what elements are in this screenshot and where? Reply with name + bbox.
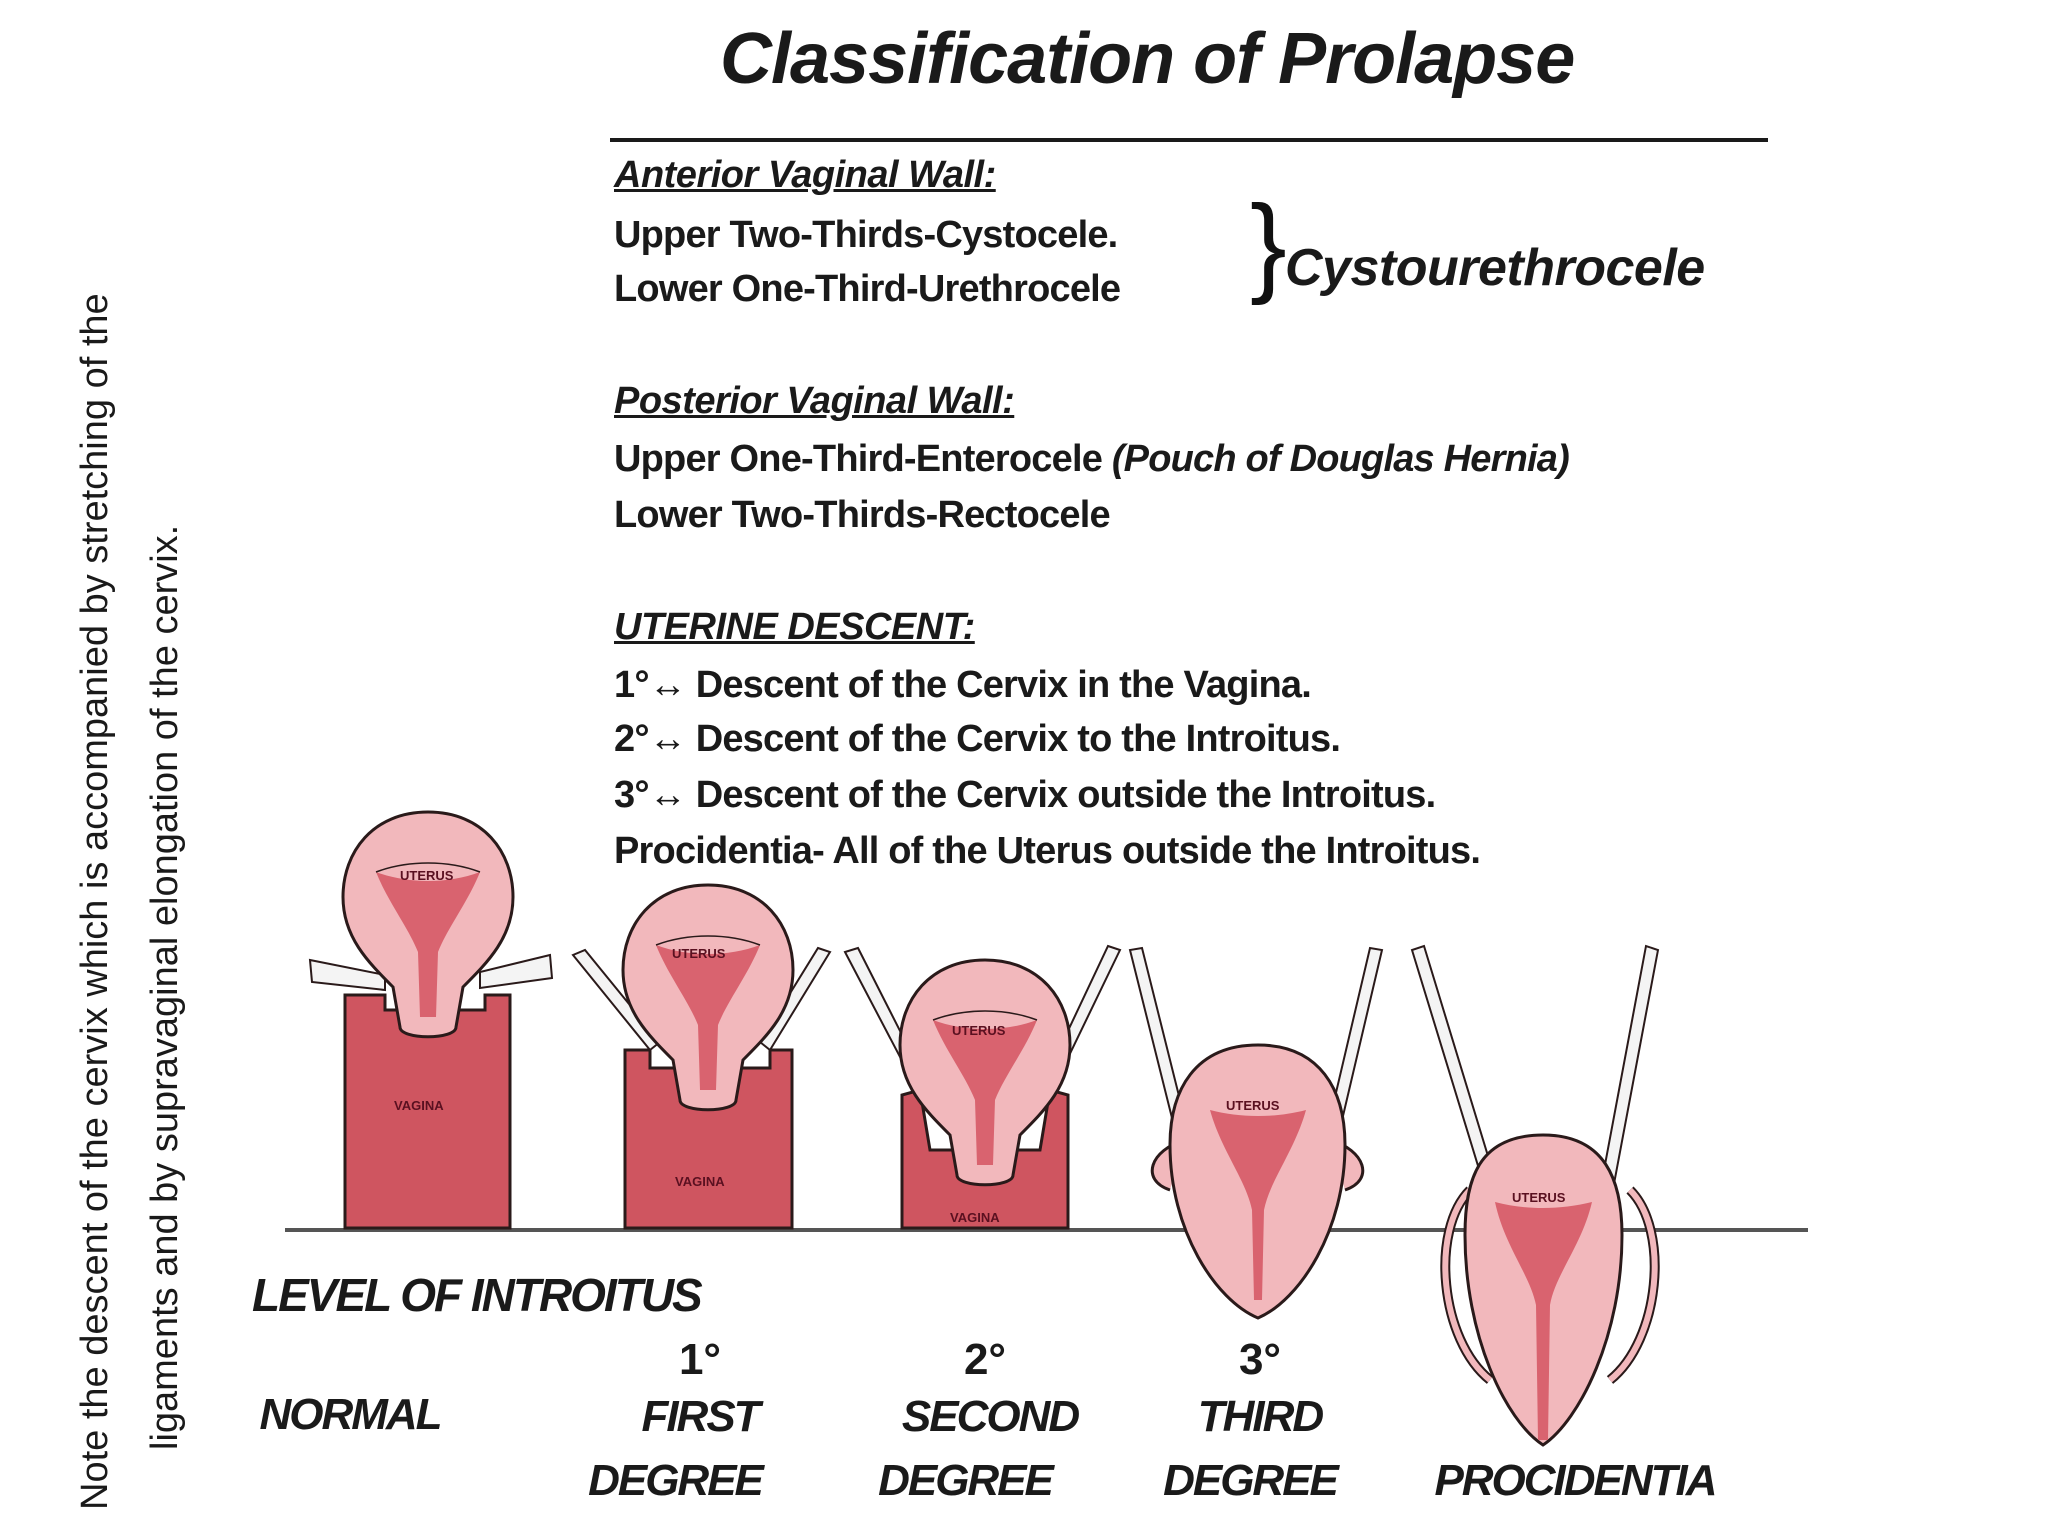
anterior-brace: }	[1250, 183, 1287, 306]
posterior-line-1-note: (Pouch of Douglas Hernia)	[1111, 438, 1570, 480]
figure-procidentia: UTERUS	[1410, 944, 1660, 1447]
caption-second-line2: DEGREE	[878, 1456, 1054, 1505]
degree-first: 1°	[678, 1335, 722, 1384]
page-title: Classification of Prolapse	[720, 19, 1575, 99]
posterior-line-1-text: Upper One-Third-Enterocele	[614, 438, 1103, 480]
title-divider	[610, 138, 1768, 142]
uterine-line-3: 3°↔ Descent of the Cervix outside the In…	[614, 774, 1436, 816]
uterus-label-first: UTERUS	[672, 946, 726, 961]
posterior-heading: Posterior Vaginal Wall:	[614, 380, 1015, 422]
uterine-line-1: 1°↔ Descent of the Cervix in the Vagina.	[614, 664, 1312, 706]
posterior-line-2: Lower Two-Thirds-Rectocele	[614, 494, 1111, 536]
vagina-label-second: VAGINA	[950, 1210, 1000, 1225]
figure-second-degree: UTERUS VAGINA	[843, 944, 1122, 1230]
uterus-label-normal: UTERUS	[400, 868, 454, 883]
anterior-line-1: Upper Two-Thirds-Cystocele.	[614, 214, 1118, 256]
figure-first-degree: UTERUS VAGINA	[571, 883, 832, 1230]
uterus-label-third: UTERUS	[1226, 1098, 1280, 1113]
caption-second-line1: SECOND	[901, 1392, 1080, 1441]
degree-second: 2°	[963, 1335, 1007, 1384]
caption-third-line2: DEGREE	[1163, 1456, 1339, 1505]
cystourethrocele-label: Cystourethrocele	[1285, 239, 1705, 297]
uterus-label-second: UTERUS	[952, 1023, 1006, 1038]
level-of-introitus-label: LEVEL OF INTROITUS	[252, 1269, 703, 1321]
anterior-line-2: Lower One-Third-Urethrocele	[614, 268, 1121, 310]
figure-normal: UTERUS VAGINA	[308, 810, 554, 1230]
caption-normal: NORMAL	[259, 1390, 442, 1439]
caption-first-line2: DEGREE	[588, 1456, 764, 1505]
caption-first-line1: FIRST	[641, 1392, 760, 1441]
uterus-label-procidentia: UTERUS	[1512, 1190, 1566, 1205]
uterine-heading: UTERINE DESCENT:	[614, 606, 975, 648]
vagina-label-first: VAGINA	[675, 1174, 725, 1189]
degree-third: 3°	[1238, 1335, 1282, 1384]
posterior-line-1: Upper One-Third-Enterocele (Pouch of Dou…	[614, 438, 1570, 481]
uterine-line-4: Procidentia- All of the Uterus outside t…	[614, 830, 1481, 872]
caption-third-line1: THIRD	[1197, 1392, 1324, 1441]
caption-procidentia: PROCIDENTIA	[1434, 1456, 1717, 1505]
anterior-heading: Anterior Vaginal Wall:	[614, 154, 996, 196]
vagina-label-normal: VAGINA	[394, 1098, 444, 1113]
figure-third-degree: UTERUS	[1128, 946, 1384, 1320]
uterine-line-2: 2°↔ Descent of the Cervix to the Introit…	[614, 718, 1341, 760]
